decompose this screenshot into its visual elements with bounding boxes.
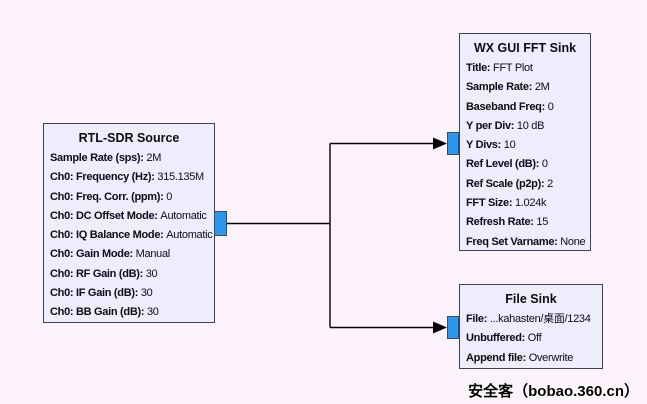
param-value: 10 [503,139,516,152]
param-label: Ch0: Gain Mode: [50,248,136,261]
param-label: Ch0: RF Gain (dB): [50,267,146,280]
param-label: Append file: [466,351,529,364]
param-value: Overwrite [528,351,574,364]
param-value: 15 [536,216,549,229]
param-label: Refresh Rate: [466,216,537,229]
param-label: Ch0: IF Gain (dB): [50,287,141,300]
param-value: 0 [541,158,548,171]
param-label: Ch0: Freq. Corr. (ppm): [50,190,167,203]
param-value: 30 [140,287,153,300]
param-value: 2M [534,81,550,94]
param-label: Ch0: BB Gain (dB): [50,306,147,319]
param-value: 315.135M [157,171,204,184]
param-label: Title: [466,62,494,74]
param-label: Y per Div: [466,119,517,132]
param-row: Freq Set Varname: None [460,233,590,252]
param-row: Y per Div: 10 dB [460,117,590,136]
param-value: 1.024k [514,197,547,210]
param-label: Baseband Freq: [466,100,548,113]
port-file-sink-input[interactable] [447,316,459,339]
param-label: Y Divs: [466,139,504,152]
arrowhead-icon [433,321,447,334]
param-row: Ch0: DC Offset Mode: Automatic [44,207,214,226]
param-label: Unbuffered: [466,332,528,345]
arrowhead-icon [433,137,447,150]
param-value: Manual [135,248,171,261]
param-row: Ch0: BB Gain (dB): 30 [44,303,214,322]
block-title: File Sink [505,292,557,306]
block-title: RTL-SDR Source [78,131,180,145]
param-row: Sample Rate (sps): 2M [44,149,214,168]
param-row: Baseband Freq: 0 [460,98,590,117]
param-value: 0 [166,190,173,203]
param-row: Ch0: RF Gain (dB): 30 [44,265,214,284]
param-label: Ref Level (dB): [466,158,542,171]
param-row: Refresh Rate: 15 [460,213,590,232]
param-value: None [560,235,586,248]
param-value: 10 dB [516,119,545,132]
param-row: Ch0: IQ Balance Mode: Automatic [44,226,214,245]
param-row: Ch0: Frequency (Hz): 315.135M [44,168,214,187]
param-row: Sample Rate: 2M [460,78,590,97]
param-value: Automatic [166,229,213,242]
param-value: 2M [146,152,162,164]
param-label: Ch0: IQ Balance Mode: [50,229,167,242]
param-label: Freq Set Varname: [466,235,561,248]
param-label: Ch0: Frequency (Hz): [50,171,158,184]
param-row: Ref Level (dB): 0 [460,155,590,174]
param-row: Title: FFT Plot [460,59,590,78]
param-row: Append file: Overwrite [460,349,602,368]
param-label: Sample Rate: [466,81,535,94]
param-row: Y Divs: 10 [460,136,590,155]
param-value: ...kahasten/桌面/1234 [489,313,591,325]
param-value: 30 [145,267,158,280]
param-row: Ref Scale (p2p): 2 [460,175,590,194]
watermark: 安全客（bobao.360.cn） [468,383,639,400]
param-row: Ch0: Freq. Corr. (ppm): 0 [44,188,214,207]
param-label: Sample Rate (sps): [50,152,147,164]
param-row: File: ...kahasten/桌面/1234 [460,310,602,329]
port-fft-sink-input[interactable] [447,132,459,155]
param-value: 2 [547,177,553,190]
param-label: FFT Size: [466,197,515,210]
block-title: WX GUI FFT Sink [473,41,577,55]
param-label: Ref Scale (p2p): [466,177,548,190]
param-label: Ch0: DC Offset Mode: [50,209,161,222]
param-label: File: [466,313,490,325]
param-row: FFT Size: 1.024k [460,194,590,213]
param-value: 0 [547,100,554,113]
param-value: Automatic [160,209,207,222]
param-value: 30 [146,306,159,319]
param-value: FFT Plot [493,62,533,74]
param-row: Ch0: Gain Mode: Manual [44,245,214,264]
param-row: Unbuffered: Off [460,329,602,348]
port-rtl-sdr-output[interactable] [214,211,227,236]
param-value: Off [527,332,542,345]
param-row: Ch0: IF Gain (dB): 30 [44,284,214,303]
